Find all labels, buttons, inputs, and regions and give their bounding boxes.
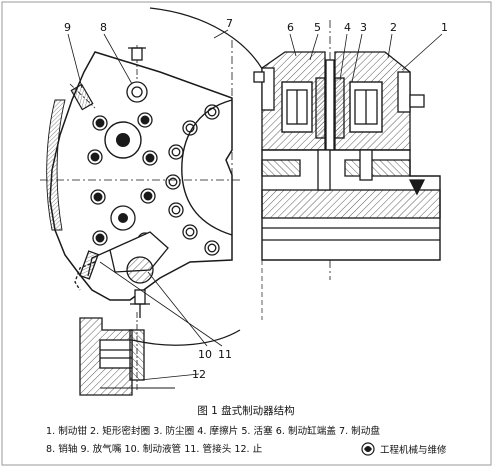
callout-12: 12 [192,368,206,381]
caption-legend-line1: 1. 制动钳 2. 矩形密封圈 3. 防尘圈 4. 摩擦片 5. 活塞 6. 制… [46,425,380,437]
caliper-front-view [40,7,269,396]
leader-lines [67,29,443,381]
callout-numbers: 1 2 3 4 5 6 7 8 9 10 11 12 [64,17,448,381]
pin-shaft [126,45,148,103]
watermark: 工程机械与维修 [356,440,488,458]
caliper-boss [104,121,142,159]
callout-7: 7 [226,17,233,30]
stop-plate-detail [79,312,175,396]
callout-4: 4 [344,21,351,34]
watermark-text: 工程机械与维修 [380,444,447,456]
caption: 图 1 盘式制动器结构 1. 制动钳 2. 矩形密封圈 3. 防尘圈 4. 摩擦… [46,404,380,455]
callout-8: 8 [100,21,107,34]
callout-1: 1 [441,21,448,34]
callout-6: 6 [287,21,294,34]
caption-title: 图 1 盘式制动器结构 [197,404,294,417]
caption-legend-line2: 8. 销轴 9. 放气嘴 10. 制动液管 11. 管接头 12. 止 [46,443,263,455]
callout-10: 10 [198,348,212,361]
caliper-section-view [253,20,441,320]
callout-3: 3 [360,21,367,34]
callout-9: 9 [64,21,71,34]
bleed-nipple [69,83,96,111]
callout-5: 5 [314,21,321,34]
friction-pad-right [334,77,345,139]
brake-disc-outline [149,7,269,81]
callout-2: 2 [390,21,397,34]
callout-11: 11 [218,348,232,361]
fluid-pipe-fitting [74,231,169,318]
friction-pad-left [315,77,326,139]
watermark-logo-icon [361,442,375,456]
